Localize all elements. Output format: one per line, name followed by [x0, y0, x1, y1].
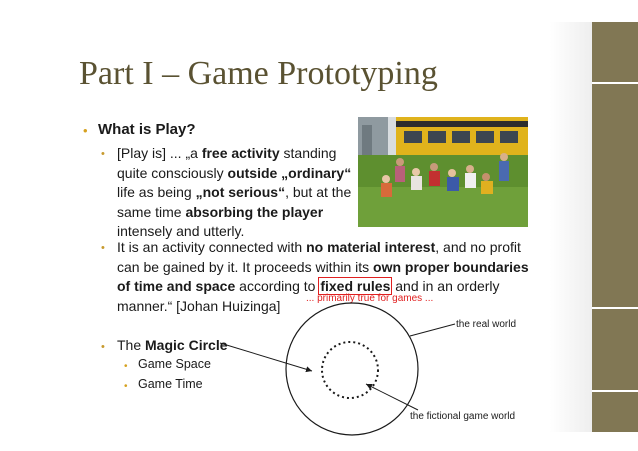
side-gradient-band: [550, 22, 592, 432]
quote-text: , but at the same time: [117, 184, 352, 220]
accent-bar: [592, 22, 638, 432]
game-world-arrow: [365, 383, 419, 411]
quote-text: , and no profit can be gained by it. It …: [117, 239, 521, 275]
photo-child: [499, 161, 509, 181]
quote-text: and in an orderly manner.“ [Johan Huizin…: [117, 278, 500, 314]
photo-child: [430, 163, 438, 171]
photo-child: [500, 153, 508, 161]
quote-text: life as being: [117, 184, 196, 200]
quote-text: standing quite consciously: [117, 145, 337, 181]
quote-emphasis: no material interest: [306, 239, 436, 255]
game-world-circle: [321, 341, 379, 399]
photo-bus-window: [428, 131, 446, 143]
fictional-world-label: the fictional game world: [410, 411, 516, 422]
photo-bus-window: [476, 131, 494, 143]
game-time-item: Game Time: [138, 377, 203, 391]
photo-window: [362, 125, 372, 155]
fixed-rules-highlight: fixed rules: [318, 277, 393, 295]
photo-child: [482, 173, 490, 181]
quote-emphasis: „not serious“: [195, 184, 286, 200]
accent-divider: [592, 82, 638, 84]
quote-emphasis: own proper boundaries of time and space: [117, 258, 529, 295]
magic-circle-prefix: The: [117, 337, 146, 353]
quote-emphasis: free activity: [201, 145, 280, 161]
photo-child: [481, 181, 493, 194]
quote-emphasis: outside „ordinary“: [227, 164, 352, 181]
quote-text: [Play is] ... „a: [117, 145, 202, 161]
photo-bus-window: [500, 131, 518, 143]
section-heading: What is Play?: [98, 121, 196, 138]
real-world-circle: [285, 302, 419, 436]
bullet-icon: •: [101, 242, 105, 254]
real-world-pointer: [409, 323, 456, 337]
bullet-icon: •: [124, 381, 128, 392]
quote-text: according to: [235, 278, 320, 294]
bullet-icon: •: [83, 123, 88, 138]
bullet-icon: •: [124, 361, 128, 372]
accent-divider: [592, 307, 638, 309]
quote-paragraph-1: [Play is] ... „a free activity standing …: [117, 144, 367, 242]
quote-emphasis: absorbing the player: [185, 203, 324, 220]
real-world-label: the real world: [456, 319, 517, 330]
photo-child: [412, 168, 420, 176]
photo-bus-window: [452, 131, 470, 143]
photo-child: [381, 183, 392, 197]
photo-child: [396, 158, 404, 166]
game-space-item: Game Space: [138, 357, 211, 371]
photo-child: [411, 176, 422, 190]
photo-child: [465, 173, 476, 188]
accent-divider: [592, 390, 638, 392]
magic-circle-bold: Magic Circle: [145, 337, 228, 353]
photo-bus-window: [404, 131, 422, 143]
photo-child: [395, 166, 405, 182]
children-playing-photo: [358, 117, 528, 227]
quote-text: intensely and utterly.: [117, 223, 245, 239]
photo-child: [447, 177, 459, 191]
bullet-icon: •: [101, 341, 105, 353]
photo-child: [448, 169, 456, 177]
magic-circle-heading: The Magic Circle: [117, 337, 228, 353]
photo-child: [466, 165, 474, 173]
annotation-note: ... primarily true for games ...: [306, 293, 434, 304]
game-space-arrow: [219, 342, 313, 373]
quote-paragraph-2: It is an activity connected with no mate…: [117, 238, 537, 316]
photo-child: [382, 175, 390, 183]
photo-child: [429, 171, 440, 186]
bullet-icon: •: [101, 148, 105, 160]
slide-title: Part I – Game Prototyping: [79, 55, 438, 92]
quote-text: It is an activity connected with: [117, 239, 307, 255]
photo-bus-stripe: [396, 121, 528, 127]
